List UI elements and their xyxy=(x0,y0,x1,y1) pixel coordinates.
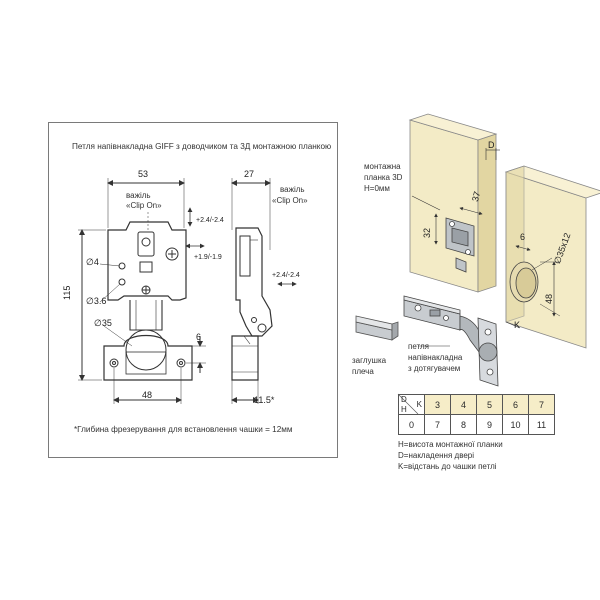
legend-k: K=відстань до чашки петлі xyxy=(398,462,497,471)
left-wood-block xyxy=(408,113,498,293)
legend-d: D=накладення двері xyxy=(398,451,475,460)
hole-diameter-3-6: ∅3.6 xyxy=(86,296,107,306)
side-lever-label-line1: важіль xyxy=(280,185,305,194)
dim-32: 32 xyxy=(422,227,432,238)
adjust-horizontal: +1.9/-1.9 xyxy=(194,254,222,261)
technical-drawing-frame xyxy=(48,122,338,458)
side-dim-depth: 11.5* xyxy=(254,395,275,405)
drawing-title: Петля напівнакладна GIFF з доводчиком та… xyxy=(72,142,332,151)
table-cell: 9 xyxy=(476,414,503,435)
corner-d: D xyxy=(401,395,407,404)
shoulder-cap xyxy=(355,315,399,341)
footnote: *Глибина фрезерування для встановлення ч… xyxy=(74,425,293,434)
table-cell: 0 xyxy=(398,414,425,435)
cup-hole xyxy=(505,245,561,329)
front-view xyxy=(78,178,206,404)
table-cell: 10 xyxy=(502,414,529,435)
table-cell: 7 xyxy=(424,414,451,435)
hinge-isometric xyxy=(403,295,499,387)
hinge-label-line2: напівнакладна xyxy=(408,353,463,362)
lever-label-line2: «Clip On» xyxy=(126,201,162,210)
table-cell: 11 xyxy=(528,414,555,435)
adjust-vertical: +2.4/-2.4 xyxy=(196,217,224,224)
dim-6: 6 xyxy=(520,232,526,242)
lever-label-line1: важіль xyxy=(126,191,151,200)
hinge-label-line1: петля xyxy=(408,342,430,351)
table-corner: D K H xyxy=(398,394,425,415)
table-cell: 4 xyxy=(450,394,477,415)
hinge-label-line3: з дотягувачем xyxy=(408,364,461,373)
dim-height: 115 xyxy=(62,285,72,300)
mount-label-line2: планка 3D xyxy=(364,173,403,182)
dim-width-bottom: 48 xyxy=(142,390,153,400)
dimension-table: D K H 3 4 5 6 7 0 7 8 9 10 11 xyxy=(398,394,555,435)
side-dim-width: 27 xyxy=(244,169,255,179)
corner-h: H xyxy=(401,405,407,414)
corner-k: K xyxy=(416,400,422,409)
dim-d: D xyxy=(488,140,495,150)
table-cell: 7 xyxy=(528,394,555,415)
table-cell: 3 xyxy=(424,394,451,415)
mount-label-line3: H=0мм xyxy=(364,184,390,193)
legend-h: H=висота монтажної планки xyxy=(398,440,503,449)
table-row: 0 7 8 9 10 11 xyxy=(398,414,555,435)
mount-label-line1: монтажна xyxy=(364,162,401,171)
hole-diameter-4: ∅4 xyxy=(86,257,99,267)
cap-label-line1: заглушка xyxy=(352,356,387,365)
table-cell: 5 xyxy=(476,394,503,415)
cup-diameter: ∅35 xyxy=(94,318,112,328)
table-cell: 8 xyxy=(450,414,477,435)
side-adjust: +2.4/-2.4 xyxy=(272,272,300,279)
dim-48: 48 xyxy=(544,293,554,304)
dim-width-top: 53 xyxy=(138,169,149,179)
dim-offset: 6 xyxy=(196,332,202,342)
side-lever-label-line2: «Clip On» xyxy=(272,196,308,205)
side-view xyxy=(231,178,297,404)
table-row: D K H 3 4 5 6 7 xyxy=(398,394,555,415)
dim-k: K xyxy=(514,320,521,330)
table-cell: 6 xyxy=(502,394,529,415)
mounting-plate xyxy=(445,217,475,273)
cap-label-line2: плеча xyxy=(352,367,374,376)
